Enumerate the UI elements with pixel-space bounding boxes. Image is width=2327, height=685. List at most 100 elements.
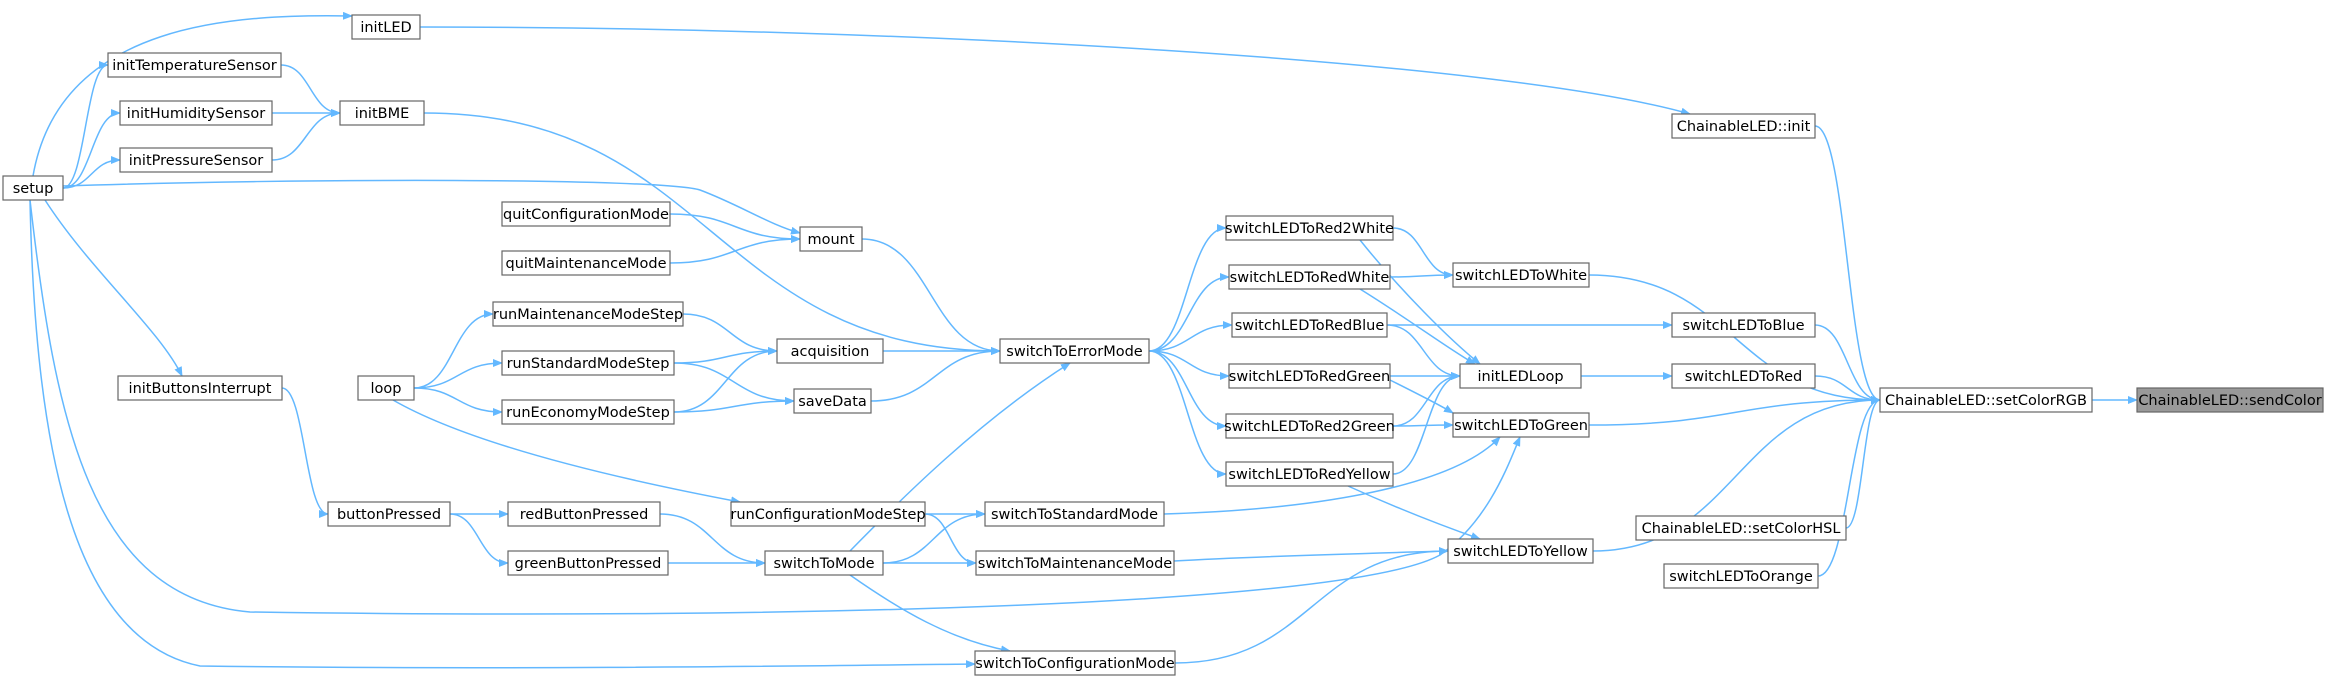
- node-switchLEDToRedBlue[interactable]: switchLEDToRedBlue: [1231, 312, 1388, 338]
- edge-switchLEDToOrange-to-setColorRGB: [1817, 396, 1881, 577]
- edge-switchToErrorMode-to-switchLEDToRedGreen: [1148, 350, 1230, 380]
- edge-switchToErrorMode-to-switchLEDToRed2Green: [1148, 350, 1227, 430]
- node-label: switchLEDToOrange: [1669, 569, 1813, 585]
- edge-loop-to-runMaintenanceModeStep: [413, 310, 494, 389]
- node-box: [975, 550, 1175, 576]
- node-box: [119, 147, 273, 173]
- node-label: saveData: [798, 394, 867, 410]
- node-buttonPressed[interactable]: buttonPressed: [327, 501, 451, 527]
- node-quitMaintenanceMode[interactable]: quitMaintenanceMode: [501, 250, 671, 276]
- node-init[interactable]: ChainableLED::init: [1671, 113, 1816, 139]
- node-initLED[interactable]: initLED: [351, 14, 421, 40]
- edge-switchLEDToRedWhite-to-initLEDLoop: [1359, 288, 1476, 365]
- node-redButtonPressed[interactable]: redButtonPressed: [507, 501, 661, 527]
- node-switchToMaintenanceMode[interactable]: switchToMaintenanceMode: [975, 550, 1175, 576]
- node-runMaintenanceModeStep[interactable]: runMaintenanceModeStep: [492, 301, 684, 327]
- node-label: setup: [13, 181, 54, 197]
- node-box: [1225, 461, 1394, 487]
- node-box: [776, 338, 884, 364]
- node-label: switchLEDToWhite: [1455, 268, 1587, 284]
- node-initHumiditySensor[interactable]: initHumiditySensor: [119, 100, 273, 126]
- node-box: [119, 100, 273, 126]
- node-greenButtonPressed[interactable]: greenButtonPressed: [507, 550, 669, 576]
- node-setup[interactable]: setup: [2, 175, 64, 201]
- node-switchLEDToWhite[interactable]: switchLEDToWhite: [1452, 262, 1590, 288]
- node-box: [1452, 262, 1590, 288]
- node-loop[interactable]: loop: [357, 375, 415, 401]
- node-sendColor[interactable]: ChainableLED::sendColor: [2136, 387, 2324, 413]
- edge-redButtonPressed-to-switchToMode: [659, 513, 766, 567]
- node-label: switchToErrorMode: [1006, 344, 1142, 360]
- node-label: switchLEDToGreen: [1454, 418, 1588, 434]
- edge-switchLEDToRed2White-to-switchLEDToWhite: [1392, 227, 1454, 279]
- node-switchLEDToRedYellow[interactable]: switchLEDToRedYellow: [1225, 461, 1394, 487]
- node-runStandardModeStep[interactable]: runStandardModeStep: [501, 350, 675, 376]
- node-label: switchLEDToYellow: [1453, 544, 1588, 560]
- edge-runEconomyModeStep-to-saveData: [673, 397, 795, 413]
- node-initButtonsInterrupt[interactable]: initButtonsInterrupt: [117, 375, 283, 401]
- edge-switchToConfigurationMode-to-switchLEDToYellow: [1174, 547, 1449, 664]
- node-saveData[interactable]: saveData: [793, 388, 872, 414]
- edge-quitMaintenanceMode-to-mount: [669, 235, 801, 264]
- node-setColorRGB[interactable]: ChainableLED::setColorRGB: [1879, 387, 2093, 413]
- edge-runStandardModeStep-to-acquisition: [673, 347, 778, 364]
- node-box: [1447, 538, 1594, 564]
- node-initTemperatureSensor[interactable]: initTemperatureSensor: [107, 52, 282, 78]
- node-label: loop: [371, 381, 402, 397]
- node-label: initButtonsInterrupt: [129, 381, 272, 397]
- edge-switchLEDToRed2Green-to-switchLEDToGreen: [1392, 421, 1454, 430]
- node-label: initPressureSensor: [129, 153, 264, 169]
- edge-switchLEDToRed2Green-to-initLEDLoop: [1392, 372, 1461, 427]
- edge-initLED-to-init: [419, 26, 1691, 116]
- node-runEconomyModeStep[interactable]: runEconomyModeStep: [501, 399, 675, 425]
- node-switchLEDToRed2White[interactable]: switchLEDToRed2White: [1225, 215, 1394, 241]
- node-switchLEDToYellow[interactable]: switchLEDToYellow: [1447, 538, 1594, 564]
- node-switchLEDToRedGreen[interactable]: switchLEDToRedGreen: [1228, 363, 1391, 389]
- node-box: [984, 501, 1165, 527]
- node-label: acquisition: [791, 344, 870, 360]
- node-box: [501, 350, 675, 376]
- node-label: switchLEDToRedWhite: [1230, 270, 1390, 286]
- nodes-layer: ChainableLED::sendColorChainableLED::set…: [2, 14, 2324, 676]
- edge-setup-to-initButtonsInterrupt: [44, 199, 183, 377]
- node-setColorHSL[interactable]: ChainableLED::setColorHSL: [1635, 515, 1847, 541]
- node-switchLEDToRedWhite[interactable]: switchLEDToRedWhite: [1228, 264, 1391, 290]
- node-box: [730, 501, 926, 527]
- node-box: [507, 550, 669, 576]
- edge-switchLEDToRed-to-setColorRGB: [1814, 375, 1881, 404]
- node-initPressureSensor[interactable]: initPressureSensor: [119, 147, 273, 173]
- node-switchLEDToBlue[interactable]: switchLEDToBlue: [1671, 312, 1816, 338]
- edge-initPressureSensor-to-initBME: [271, 109, 341, 161]
- node-label: redButtonPressed: [520, 507, 649, 523]
- node-box: [1663, 563, 1819, 589]
- edge-loop-to-runEconomyModeStep: [413, 387, 503, 416]
- node-switchToMode[interactable]: switchToMode: [764, 550, 884, 576]
- edge-setup-to-initLED: [32, 11, 353, 177]
- node-initBME[interactable]: initBME: [339, 100, 425, 126]
- node-quitConfigurationMode[interactable]: quitConfigurationMode: [501, 201, 671, 227]
- node-switchToConfigurationMode[interactable]: switchToConfigurationMode: [974, 650, 1176, 676]
- edge-runStandardModeStep-to-saveData: [673, 362, 795, 405]
- node-box: [764, 550, 884, 576]
- node-label: switchToMaintenanceMode: [978, 556, 1173, 572]
- node-switchToErrorMode[interactable]: switchToErrorMode: [999, 338, 1150, 364]
- node-box: [492, 301, 684, 327]
- node-mount[interactable]: mount: [799, 226, 863, 252]
- node-acquisition[interactable]: acquisition: [776, 338, 884, 364]
- edge-switchLEDToBlue-to-setColorRGB: [1814, 324, 1881, 404]
- edge-setup-to-mount: [62, 179, 801, 235]
- node-initLEDLoop[interactable]: initLEDLoop: [1459, 363, 1582, 389]
- node-box: [1635, 515, 1847, 541]
- node-switchToStandardMode[interactable]: switchToStandardMode: [984, 501, 1165, 527]
- node-switchLEDToRed[interactable]: switchLEDToRed: [1671, 363, 1816, 389]
- edge-switchToMode-to-switchToStandardMode: [882, 510, 986, 564]
- node-switchLEDToGreen[interactable]: switchLEDToGreen: [1452, 412, 1590, 438]
- node-switchLEDToOrange[interactable]: switchLEDToOrange: [1663, 563, 1819, 589]
- node-label: switchToStandardMode: [991, 507, 1158, 523]
- node-box: [1879, 387, 2093, 413]
- node-switchLEDToRed2Green[interactable]: switchLEDToRed2Green: [1224, 413, 1395, 439]
- node-label: ChainableLED::sendColor: [2138, 393, 2321, 409]
- node-label: initBME: [355, 106, 410, 122]
- node-runConfigurationModeStep[interactable]: runConfigurationModeStep: [730, 501, 926, 527]
- node-label: quitConfigurationMode: [503, 207, 669, 223]
